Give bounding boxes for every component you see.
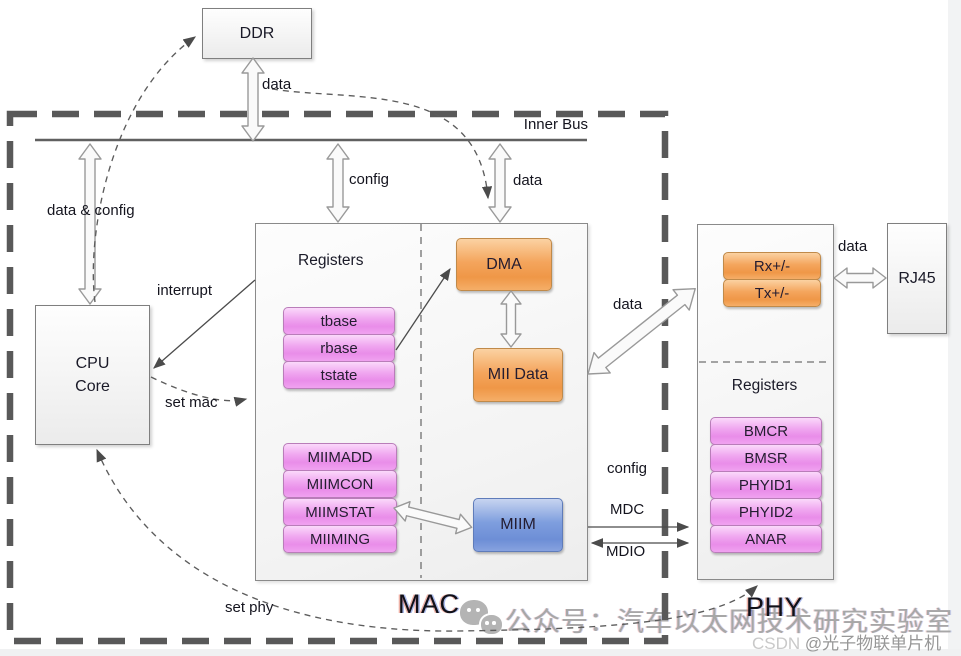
mac-reg-miimadd: MIIMADD [283,443,397,471]
cpu-ddr-dashed-arrow [92,36,197,303]
csdn-prefix: CSDN [752,634,805,653]
miim-box: MIIM [473,498,563,552]
dma-box: DMA [456,238,552,291]
mac-reg-miimcon: MIIMCON [283,470,397,498]
mii-data-box: MII Data [473,348,563,402]
set-mac-label: set mac [165,394,218,411]
phy-registers-heading: Registers [731,377,798,394]
rj45-data-label: data [838,238,868,255]
mac-data-label: data [513,172,543,189]
rj45-label: RJ45 [898,269,936,287]
phy-rx-pair: Rx+/- [723,252,821,280]
cpu-label-line2: Core [75,378,110,395]
set-phy-label: set phy [225,599,274,616]
bus-mac-data-arrow [488,143,512,223]
mdc-label: MDC [610,501,645,518]
bottom-gutter [0,649,961,656]
phy-reg-bmcr: BMCR [710,417,822,445]
mac-registers-heading: Registers [298,252,364,269]
mac-reg-tbase: tbase [283,307,395,335]
phy-tx-pair: Tx+/- [723,279,821,307]
rj45-box: RJ45 [887,223,947,334]
phy-reg-phyid1: PHYID1 [710,471,822,499]
data-config-label: data & config [47,202,135,219]
cpu-core-box: CPU Core [35,305,150,445]
wechat-icon [460,598,506,642]
ddr-bus-arrow [241,57,265,142]
mac-reg-miimstat: MIIMSTAT [283,498,397,526]
cpu-label-line1: CPU [75,355,110,372]
inner-bus-label: Inner Bus [523,116,588,133]
ddr-box: DDR [202,8,312,59]
interrupt-label: interrupt [157,282,213,299]
mac-phy-data-label: data [613,296,643,313]
phy-title: PHY [746,592,804,622]
mac-config-label: config [349,171,390,188]
right-gutter [948,0,961,656]
phy-reg-phyid2: PHYID2 [710,498,822,526]
bus-mac-config-arrow [326,143,350,223]
mac-reg-miiming: MIIMING [283,525,397,553]
phy-reg-anar: ANAR [710,525,822,553]
phy-rj45-data-arrow [833,267,887,289]
phy-config-label: config [607,460,648,477]
ddr-label: DDR [239,24,275,42]
bus-cpu-arrow [78,143,102,305]
csdn-watermark: CSDN @光子物联单片机 [752,629,941,654]
mac-title: MAC [398,589,460,619]
mac-reg-rbase: rbase [283,334,395,362]
mac-phy-data-arrow [587,288,696,375]
ddr-data-label: data [262,76,292,93]
phy-reg-bmsr: BMSR [710,444,822,472]
mdio-label: MDIO [606,543,646,560]
csdn-handle: @光子物联单片机 [804,634,942,653]
mac-reg-tstate: tstate [283,361,395,389]
